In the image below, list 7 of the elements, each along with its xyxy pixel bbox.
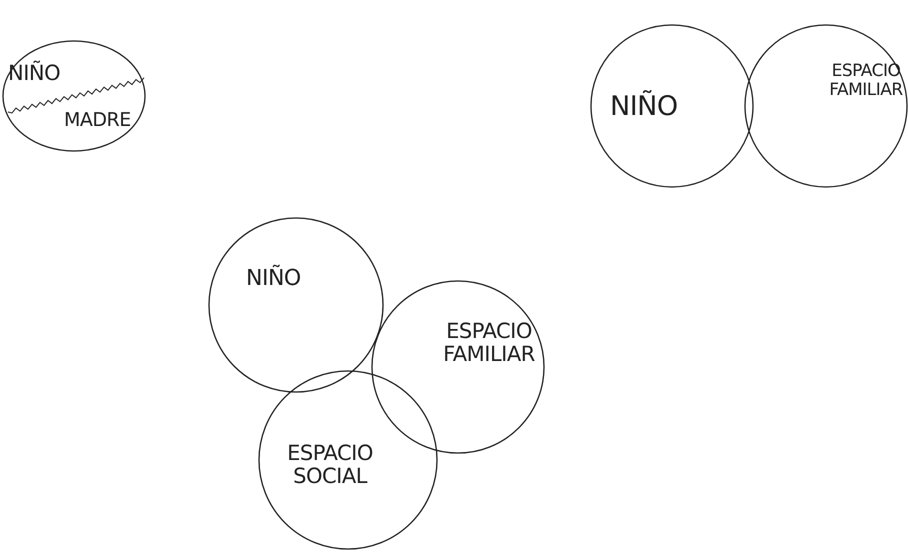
- circle-label: NIÑO: [610, 92, 679, 122]
- circle-label: ESPACIO FAMILIAR: [828, 62, 904, 100]
- circle-label: ESPACIO SOCIAL: [286, 442, 374, 488]
- circle-label: NIÑO: [8, 62, 62, 86]
- circle-label: NIÑO: [246, 267, 302, 292]
- circle-label: ESPACIO FAMILIAR: [442, 320, 536, 366]
- circle-label: MADRE: [64, 110, 132, 131]
